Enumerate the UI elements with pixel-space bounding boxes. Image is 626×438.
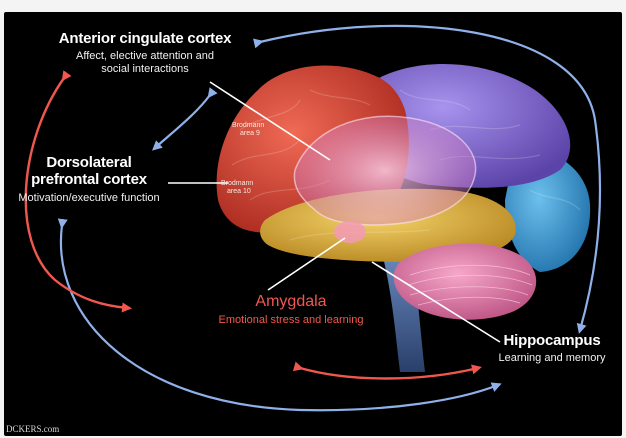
arrow-amygdala-to-hippocampus	[300, 368, 478, 379]
amygdala-structure	[334, 221, 366, 243]
dlpfc-title-line-1: Dorsolateral	[0, 154, 178, 171]
brodmann-area-10-label: Brodmann area 10	[221, 180, 253, 195]
brodmann-area-9-line-1: Brodmann	[232, 122, 264, 130]
dlpfc-title-line-2: prefrontal cortex	[0, 171, 178, 188]
hippocampus-label: Hippocampus Learning and memory	[482, 332, 622, 365]
dlpfc-label: Dorsolateral prefrontal cortex Motivatio…	[0, 154, 178, 204]
brodmann-area-9-label: Brodmann area 9	[232, 122, 264, 137]
brodmann-area-9-line-2: area 9	[232, 130, 264, 138]
hippocampus-subtitle: Learning and memory	[482, 352, 622, 365]
amygdala-title: Amygdala	[206, 293, 376, 311]
brodmann-area-10-line-1: Brodmann	[221, 180, 253, 188]
dlpfc-subtitle: Motivation/executive function	[0, 192, 178, 205]
hippocampus-title: Hippocampus	[482, 332, 622, 349]
amygdala-label: Amygdala Emotional stress and learning	[206, 293, 376, 327]
arrow-acc-to-dlpfc	[155, 95, 210, 148]
acc-label: Anterior cingulate cortex Affect, electi…	[30, 30, 260, 76]
acc-subtitle-line-1: Affect, elective attention and	[30, 50, 260, 63]
brodmann-area-10-line-2: area 10	[221, 188, 253, 196]
acc-subtitle-line-2: social interactions	[30, 63, 260, 76]
amygdala-subtitle: Emotional stress and learning	[206, 314, 376, 327]
watermark: DCKERS.com	[6, 424, 59, 434]
acc-title: Anterior cingulate cortex	[30, 30, 260, 47]
